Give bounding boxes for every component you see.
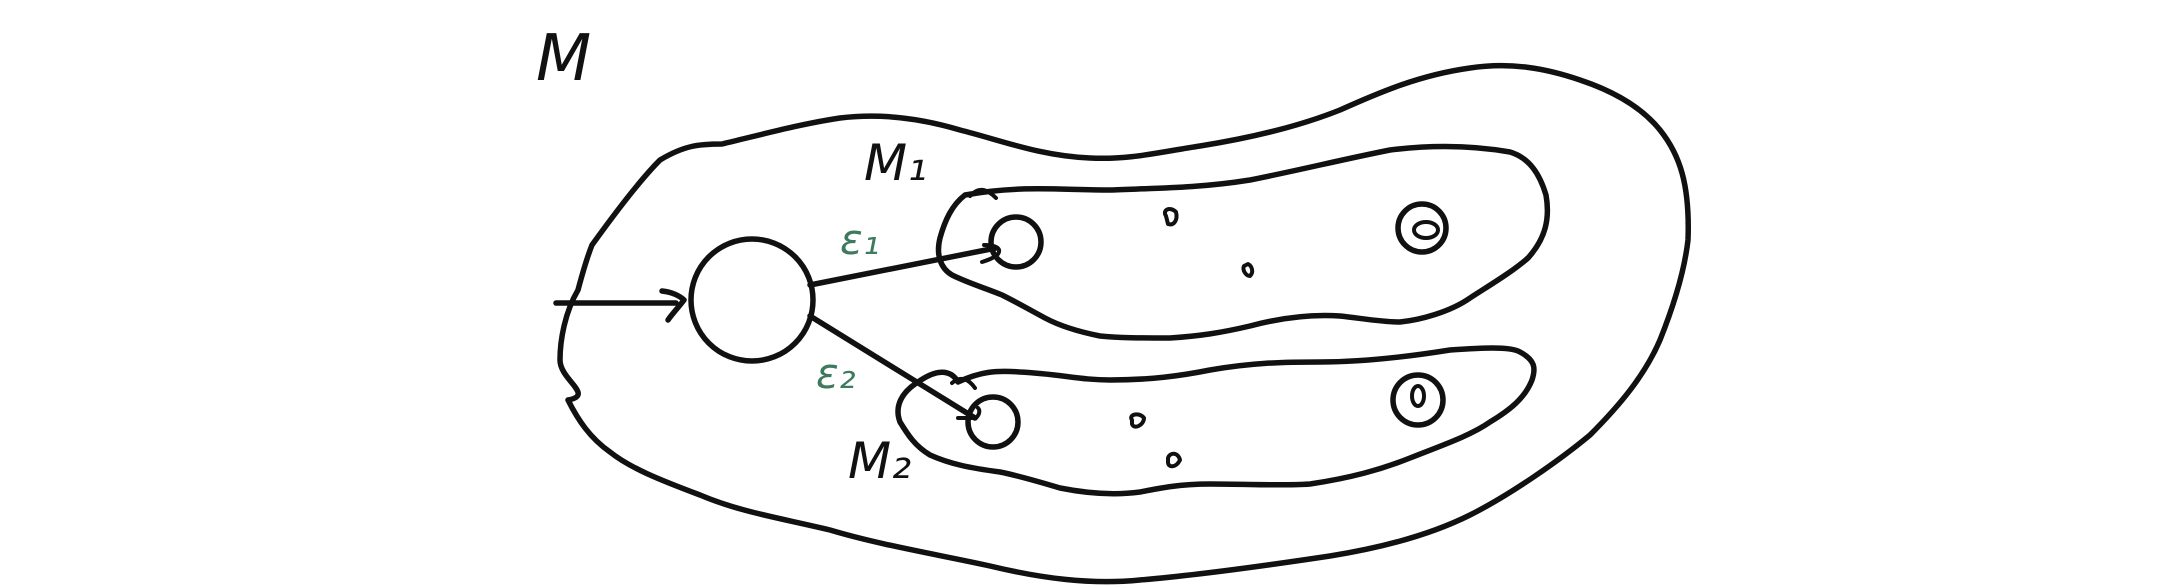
lower-map-arrowhead [956, 406, 982, 420]
lower-map-arrow [807, 313, 1021, 450]
upper-manifold-m1 [935, 143, 1551, 341]
upper-ring-inner [1412, 220, 1440, 240]
label-upper-epsilon: ε₁ [840, 215, 880, 264]
upper-manifold-boundary [935, 143, 1551, 341]
label-lower-manifold: M₂ [848, 432, 911, 490]
upper-map-arrow [807, 214, 1044, 288]
upper-manifold-marks [1163, 201, 1449, 278]
lower-target-circle [965, 394, 1021, 450]
source-circle [688, 236, 816, 364]
input-arrow-head [659, 288, 687, 323]
source-node [688, 236, 816, 364]
lower-manifold-m2 [895, 345, 1537, 497]
label-outer-manifold: M [536, 22, 591, 96]
input-arrow [553, 288, 687, 323]
outer-manifold-m [557, 62, 1691, 585]
lower-ring-inner [1410, 384, 1426, 408]
lower-manifold-boundary [895, 345, 1537, 497]
lower-map-line [807, 313, 978, 421]
lower-dot-2 [1166, 451, 1182, 469]
label-upper-manifold: M₁ [864, 134, 927, 192]
upper-map-line [807, 245, 999, 288]
upper-ring-outer [1395, 201, 1449, 255]
lower-manifold-marks [1129, 372, 1446, 469]
upper-manifold-tick [968, 187, 998, 200]
upper-target-circle [988, 214, 1044, 270]
upper-dot-2 [1241, 262, 1255, 278]
lower-ring-outer [1390, 372, 1446, 428]
label-lower-epsilon: ε₂ [816, 349, 856, 398]
outer-manifold-boundary [557, 62, 1691, 585]
upper-dot-1 [1163, 207, 1179, 227]
lower-dot-1 [1129, 412, 1146, 429]
lower-manifold-tick [950, 376, 977, 390]
